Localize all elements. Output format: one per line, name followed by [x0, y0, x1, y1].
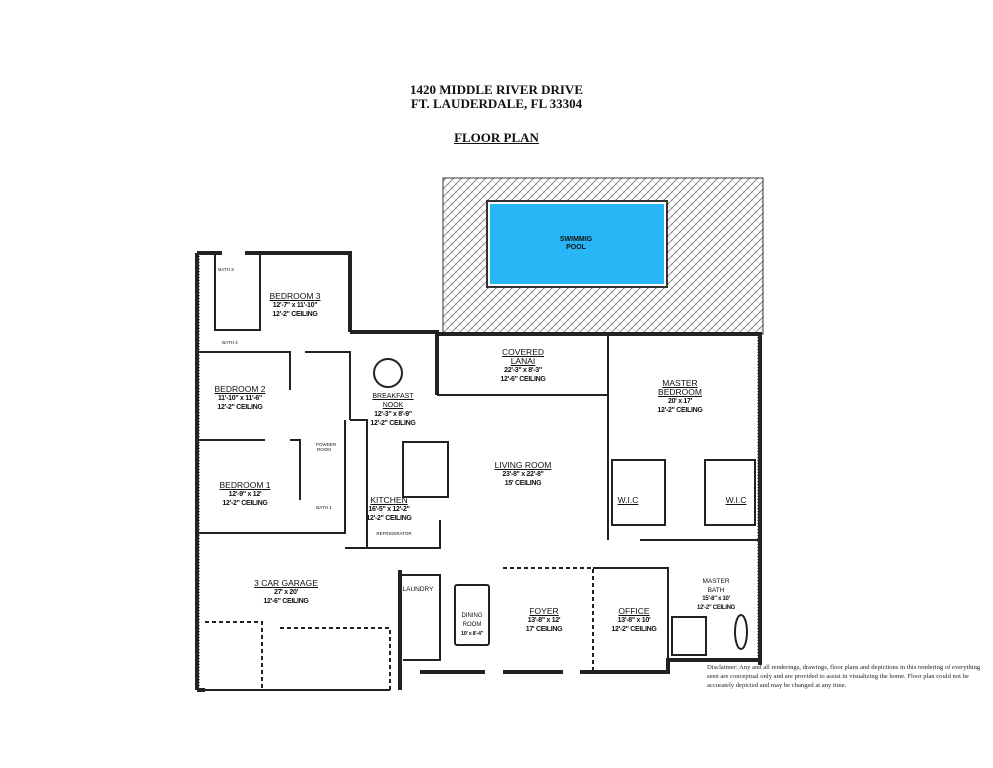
pool-deck — [442, 177, 764, 335]
room-dims: 20' x 17' — [668, 398, 692, 405]
room-name: BEDROOM 1 — [219, 480, 271, 490]
room-ceiling: 12'-2" CEILING — [272, 311, 318, 318]
label-powder-room: POWDER ROOM — [316, 442, 337, 452]
plan-title: FLOOR PLAN — [0, 130, 993, 146]
label-bath-3: BATH 3 — [218, 267, 234, 272]
room-name: BREAKFAST NOOK — [372, 393, 414, 409]
room-name: LAUNDRY — [402, 586, 434, 593]
room-dims: 10' x 8'-4" — [460, 631, 484, 637]
room-name: W.I.C — [725, 495, 747, 505]
room-dims: 15'-8" x 10' — [702, 596, 730, 602]
room-name: 3 CAR GARAGE — [254, 578, 318, 588]
label-bath-2: BATH 2 — [222, 340, 238, 345]
room-dims: 22'-3" x 8'-3" — [504, 367, 542, 374]
room-name: KITCHEN — [370, 495, 408, 505]
pool-label-line1: SWIMMIG — [559, 236, 593, 243]
room-breakfast-nook: BREAKFAST NOOK 12'-3" x 8'-9" 12'-2" CEILI… — [366, 392, 421, 428]
room-dims: 27' x 20' — [274, 589, 298, 596]
disclaimer: Disclaimer: Any and all renderings, draw… — [707, 664, 981, 689]
room-name: COVERED LANAI — [501, 347, 545, 366]
address-line-2: FT. LAUDERDALE, FL 33304 — [410, 96, 583, 111]
room-wic-left: W.I.C — [618, 496, 639, 505]
room-ceiling: 12'-2" CEILING — [657, 407, 703, 414]
room-ceiling: 12'-6" CEILING — [263, 598, 309, 605]
room-dims: 11'-10" x 11'-6" — [217, 395, 263, 402]
room-name: FOYER — [529, 606, 559, 616]
room-wic-right: W.I.C — [726, 496, 747, 505]
interior-walls — [197, 253, 760, 691]
pool-label-line2: POOL — [566, 244, 586, 251]
plan-title-text: FLOOR PLAN — [454, 130, 539, 145]
room-dims: 13'-8" x 10' — [617, 617, 651, 624]
room-dining-room: DINING ROOM 10' x 8'-4" — [459, 612, 485, 639]
label-bath-1: BATH 1 — [316, 505, 332, 510]
room-name: MASTER BATH — [702, 578, 730, 594]
room-name: W.I.C — [617, 495, 639, 505]
room-name: OFFICE — [618, 606, 650, 616]
room-name: DINING ROOM — [461, 613, 483, 628]
room-ceiling: 17' CEILING — [525, 626, 563, 633]
room-dims: 12'-3" x 8'-9" — [374, 411, 412, 418]
room-ceiling: 12'-2" CEILING — [696, 605, 736, 611]
room-dims: 16'-5" x 12'-2" — [368, 506, 410, 513]
room-laundry: LAUNDRY — [403, 585, 434, 594]
room-ceiling: 12'-2" CEILING — [366, 515, 412, 522]
room-ceiling: 15' CEILING — [504, 480, 542, 487]
room-name: BEDROOM 2 — [214, 384, 266, 394]
label-refrigerator: REFRIGERATOR — [376, 531, 412, 536]
swimming-pool — [490, 204, 664, 284]
room-name: BEDROOM 3 — [269, 291, 321, 301]
room-dims: 12'-9" x 12' — [228, 491, 262, 498]
room-master-bath: MASTER BATH 15'-8" x 10' 12'-2" CEILING — [696, 577, 736, 613]
room-ceiling: 12'-2" CEILING — [611, 626, 657, 633]
address-line-1: 1420 MIDDLE RIVER DRIVE — [410, 82, 583, 97]
room-dims: 13'-8" x 12' — [527, 617, 561, 624]
room-ceiling: 12'-2" CEILING — [370, 420, 416, 427]
room-ceiling: 12'-2" CEILING — [217, 404, 263, 411]
room-dims: 12'-7" x 11'-10" — [272, 302, 318, 309]
room-name: MASTER BEDROOM — [658, 378, 702, 397]
room-ceiling: 12'-2" CEILING — [222, 500, 268, 507]
room-ceiling: 12'-6" CEILING — [500, 376, 546, 383]
room-dims: 23'-8" x 22'-8" — [502, 471, 544, 478]
room-name: LIVING ROOM — [494, 460, 552, 470]
